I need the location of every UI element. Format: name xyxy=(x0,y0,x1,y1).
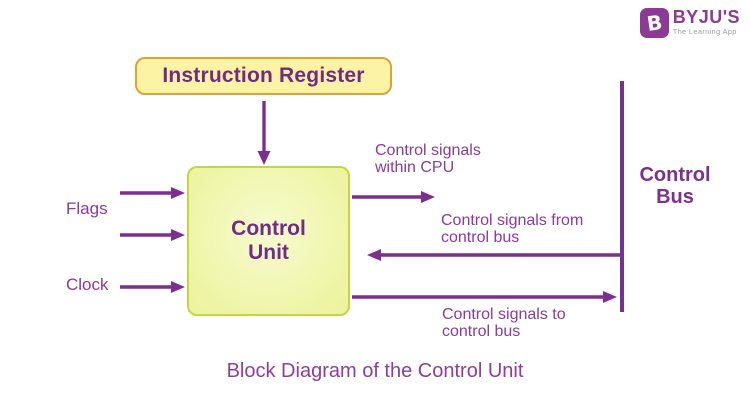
byjus-b-glyph: B xyxy=(644,10,664,36)
ir-to-cu-arrow xyxy=(257,101,271,165)
byjus-b-icon: B xyxy=(639,8,669,38)
control-bus-label: Control Bus xyxy=(639,164,711,208)
signal-from-bus-label: Control signals from control bus xyxy=(441,212,584,246)
byjus-logo-text: BYJU'S The Learning App xyxy=(673,8,740,36)
flags-input-arrow-1 xyxy=(120,187,185,199)
within-cpu-arrow xyxy=(352,191,435,203)
control-unit-box: Control Unit xyxy=(187,166,350,316)
signal-within-cpu-label: Control signals within CPU xyxy=(375,142,481,176)
byjus-brand-label: BYJU'S xyxy=(672,7,740,27)
clock-label: Clock xyxy=(66,275,109,294)
instruction-register-label: Instruction Register xyxy=(162,64,365,87)
from-bus-arrow xyxy=(367,249,621,261)
diagram-caption: Block Diagram of the Control Unit xyxy=(226,360,524,382)
clock-input-arrow xyxy=(120,281,185,293)
to-bus-arrow xyxy=(352,291,617,303)
byjus-logo: B BYJU'S The Learning App xyxy=(639,8,740,38)
flags-label: Flags xyxy=(66,199,108,218)
control-unit-label: Control Unit xyxy=(231,217,306,264)
instruction-register-box: Instruction Register xyxy=(135,57,392,95)
byjus-tagline-label: The Learning App xyxy=(672,27,737,36)
flags-input-arrow-2 xyxy=(120,229,185,241)
signal-to-bus-label: Control signals to control bus xyxy=(442,306,566,340)
